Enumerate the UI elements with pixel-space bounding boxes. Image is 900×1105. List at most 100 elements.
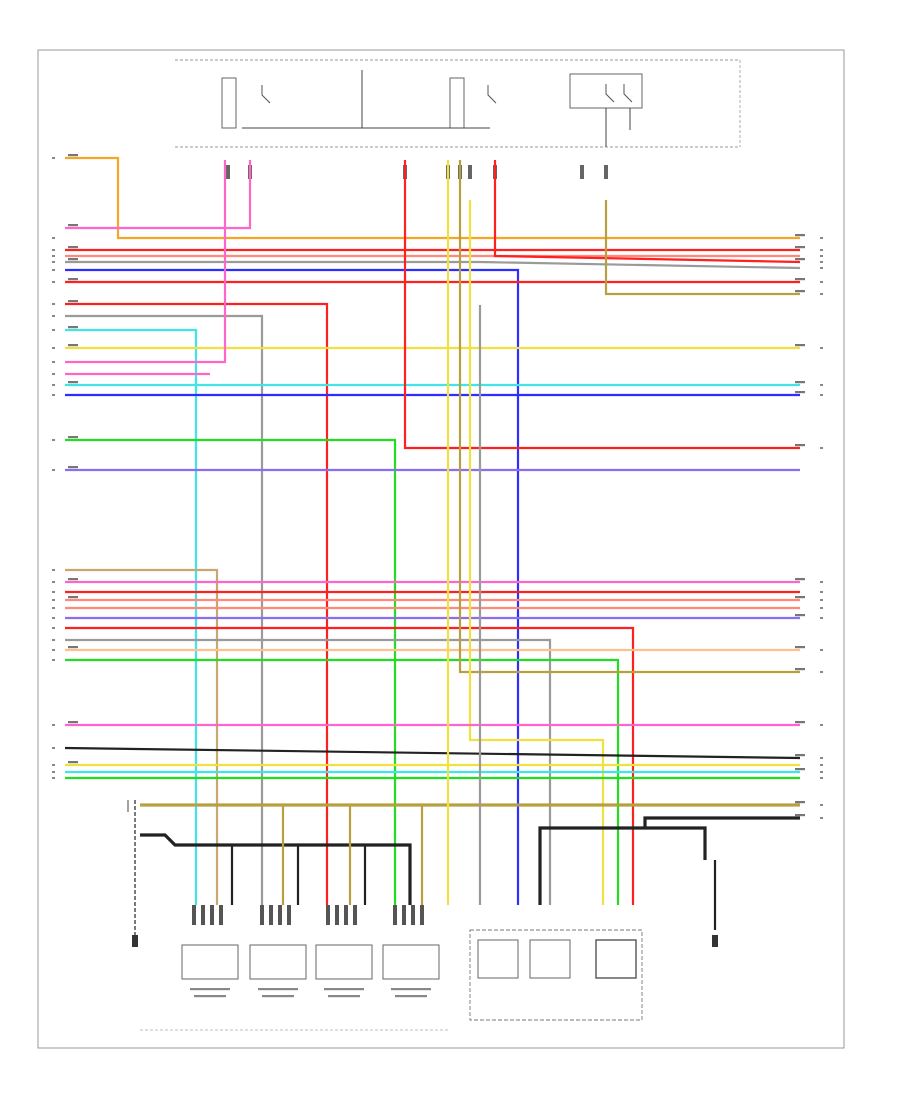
left-pin-mark bbox=[52, 771, 55, 773]
wire-color-label bbox=[68, 258, 78, 261]
wire-orange bbox=[65, 156, 800, 240]
left-pin-mark bbox=[52, 329, 55, 331]
injector-1 bbox=[181, 905, 239, 998]
wire-color-label bbox=[795, 246, 805, 249]
wire-color-label bbox=[795, 596, 805, 599]
right-pin-mark bbox=[820, 267, 823, 269]
left-pin-mark bbox=[52, 394, 55, 396]
left-pin-mark bbox=[52, 581, 55, 583]
wire-color-label bbox=[795, 754, 805, 757]
right-pin-mark bbox=[820, 599, 823, 601]
wires bbox=[64, 156, 801, 930]
left-pin-mark bbox=[52, 373, 55, 375]
right-pin-mark bbox=[820, 293, 823, 295]
wire-color-label bbox=[795, 578, 805, 581]
left-pin-mark bbox=[52, 249, 55, 251]
left-pin-mark bbox=[52, 361, 55, 363]
injector-label-mark bbox=[328, 995, 360, 998]
connector-pin bbox=[344, 905, 348, 925]
left-pin-mark bbox=[52, 269, 55, 271]
wire-color-label bbox=[68, 578, 78, 581]
wire-grey bbox=[65, 314, 264, 905]
connector-pin bbox=[192, 905, 196, 925]
connector-pin bbox=[260, 905, 264, 925]
wire-blue bbox=[65, 268, 520, 905]
injector-label-mark bbox=[395, 995, 427, 998]
wire-grey bbox=[65, 260, 801, 270]
wire-color-label bbox=[68, 436, 78, 439]
wire-color-label bbox=[68, 721, 78, 724]
wire-yellow bbox=[468, 200, 605, 905]
right-pin-mark bbox=[820, 817, 823, 819]
injector-4 bbox=[382, 905, 440, 998]
relay-2 bbox=[362, 77, 497, 129]
left-pin-mark bbox=[52, 764, 55, 766]
connector-pin bbox=[278, 905, 282, 925]
wire-green bbox=[65, 658, 620, 905]
right-pin-mark bbox=[820, 607, 823, 609]
wire-color-label bbox=[68, 344, 78, 347]
wire-black bbox=[643, 816, 800, 828]
top-connector-pin bbox=[468, 165, 472, 179]
right-pin-mark bbox=[820, 649, 823, 651]
injector-label-mark bbox=[258, 988, 298, 991]
wire-black bbox=[140, 833, 412, 905]
wire-color-label bbox=[68, 246, 78, 249]
wire-olive bbox=[604, 200, 800, 296]
diagram-frame bbox=[37, 49, 845, 1049]
wire-olive bbox=[458, 160, 800, 674]
wire-grey bbox=[65, 638, 552, 905]
wire-color-label bbox=[68, 300, 78, 303]
right-pin-mark bbox=[820, 777, 823, 779]
connector-pin bbox=[420, 905, 424, 925]
ground-right bbox=[712, 935, 718, 947]
injector-label-mark bbox=[391, 988, 431, 991]
wire-labels bbox=[68, 154, 805, 817]
left-pin-mark bbox=[52, 261, 55, 263]
left-pin-mark bbox=[52, 599, 55, 601]
injector-3 bbox=[315, 905, 373, 998]
connector-pin bbox=[326, 905, 330, 925]
left-pin-mark bbox=[52, 384, 55, 386]
left-pin-mark bbox=[52, 591, 55, 593]
right-pin-mark bbox=[820, 255, 823, 257]
right-pin-numbers bbox=[820, 237, 823, 819]
wire-red bbox=[65, 626, 635, 905]
top-connector-pin bbox=[226, 165, 230, 179]
wire-color-label bbox=[795, 234, 805, 237]
wire-color-label bbox=[795, 614, 805, 617]
left-pin-mark bbox=[52, 627, 55, 629]
right-pin-mark bbox=[820, 581, 823, 583]
wire-color-label bbox=[795, 668, 805, 671]
wire-color-label bbox=[68, 278, 78, 281]
connector-pin bbox=[393, 905, 397, 925]
left-pin-mark bbox=[52, 255, 55, 257]
left-pin-mark bbox=[52, 617, 55, 619]
injector-label-mark bbox=[194, 995, 226, 998]
connector-pin bbox=[269, 905, 273, 925]
connector-pin bbox=[201, 905, 205, 925]
right-pin-mark bbox=[820, 771, 823, 773]
left-pin-mark bbox=[52, 659, 55, 661]
left-pin-mark bbox=[52, 281, 55, 283]
left-pin-mark bbox=[52, 347, 55, 349]
injector-label-mark bbox=[190, 988, 230, 991]
right-pin-mark bbox=[820, 394, 823, 396]
left-pin-mark bbox=[52, 569, 55, 571]
connector-pin bbox=[210, 905, 214, 925]
right-pin-mark bbox=[820, 591, 823, 593]
wire-black bbox=[64, 746, 801, 760]
connector-pin bbox=[287, 905, 291, 925]
injector-label-mark bbox=[324, 988, 364, 991]
wire-tan bbox=[65, 568, 219, 905]
wire-color-label bbox=[795, 278, 805, 281]
injectors bbox=[181, 905, 440, 998]
left-pin-mark bbox=[52, 237, 55, 239]
top-connector-pin bbox=[580, 165, 584, 179]
wire-color-label bbox=[68, 761, 78, 764]
right-pin-mark bbox=[820, 671, 823, 673]
right-pin-mark bbox=[820, 347, 823, 349]
wire-color-label bbox=[795, 646, 805, 649]
right-pin-mark bbox=[820, 757, 823, 759]
